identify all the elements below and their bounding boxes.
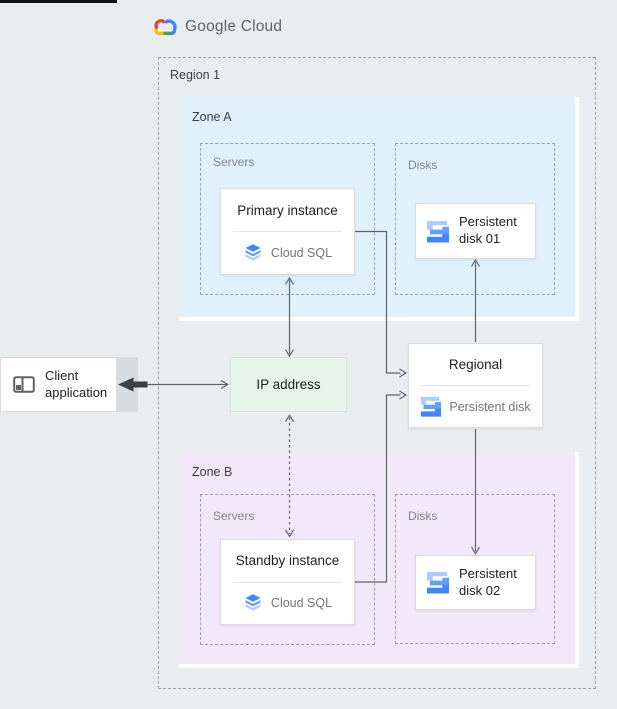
regional-card-title: Regional [448, 357, 503, 372]
persistent-disk-01-label: Persistent disk 01 [459, 214, 517, 246]
client-app-tab [117, 357, 138, 412]
zone-a-disks-label: Disks [408, 158, 438, 172]
top-accent-bar [0, 0, 117, 3]
zone-b-servers-label: Servers [213, 509, 255, 523]
primary-instance-card: Primary instance Cloud SQL [220, 188, 355, 275]
zone-a-servers-group [200, 143, 375, 295]
logo-text: Google Cloud [185, 18, 283, 35]
zone-b-disks-label: Disks [408, 509, 438, 523]
zone-a-label: Zone A [192, 110, 232, 124]
persistent-disk-icon [426, 571, 449, 594]
client-application-card: Client application [0, 357, 117, 412]
regional-persistent-disk-label: Persistent disk [449, 399, 531, 414]
zone-b-label: Zone B [192, 465, 233, 479]
region-1-container [158, 57, 596, 689]
ip-address-label: IP address [256, 377, 321, 392]
primary-instance-product: Cloud SQL [221, 232, 354, 274]
standby-instance-product: Cloud SQL [221, 583, 354, 625]
google-cloud-logo-icon [152, 17, 178, 37]
card-divider [233, 581, 342, 583]
cloud-sql-label: Cloud SQL [270, 246, 333, 260]
cloud-sql-label: Cloud SQL [270, 596, 333, 611]
standby-instance-card: Standby instance Cloud SQL [220, 539, 355, 625]
client-application-label: Client application [45, 367, 108, 400]
card-divider [233, 231, 342, 232]
client-app-icon [13, 376, 35, 393]
persistent-disk-icon [420, 396, 442, 417]
google-cloud-logo: Google Cloud [152, 15, 282, 39]
region-1-label: Region 1 [170, 68, 221, 82]
regional-persistent-disk-card: Regional Persistent disk [408, 343, 543, 428]
persistent-disk-02-label: Persistent disk 02 [459, 565, 517, 598]
persistent-disk-01-card: Persistent disk 01 [415, 203, 536, 259]
primary-instance-title: Primary instance [237, 202, 338, 218]
regional-card-product: Persistent disk [409, 386, 542, 427]
zone-a-servers-label: Servers [213, 155, 255, 169]
persistent-disk-icon [426, 220, 449, 243]
persistent-disk-02-card: Persistent disk 02 [415, 555, 536, 610]
cloud-sql-icon [243, 593, 263, 613]
card-divider [421, 385, 530, 386]
ip-address-box: IP address [230, 357, 347, 412]
standby-instance-title: Standby instance [235, 553, 340, 569]
cloud-sql-icon [243, 243, 263, 263]
